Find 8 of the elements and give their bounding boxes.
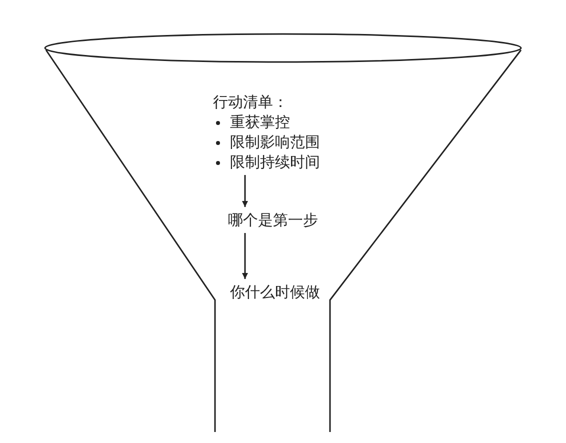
step-text: 你什么时候做	[230, 282, 320, 302]
arrow	[242, 175, 248, 207]
list-item: 限制持续时间	[230, 153, 320, 171]
step-text: 哪个是第一步	[228, 210, 318, 230]
list-item: 限制影响范围	[230, 133, 320, 151]
list-heading: 行动清单：	[213, 92, 289, 112]
list-item: 重获掌控	[230, 113, 290, 131]
arrow	[242, 233, 248, 279]
